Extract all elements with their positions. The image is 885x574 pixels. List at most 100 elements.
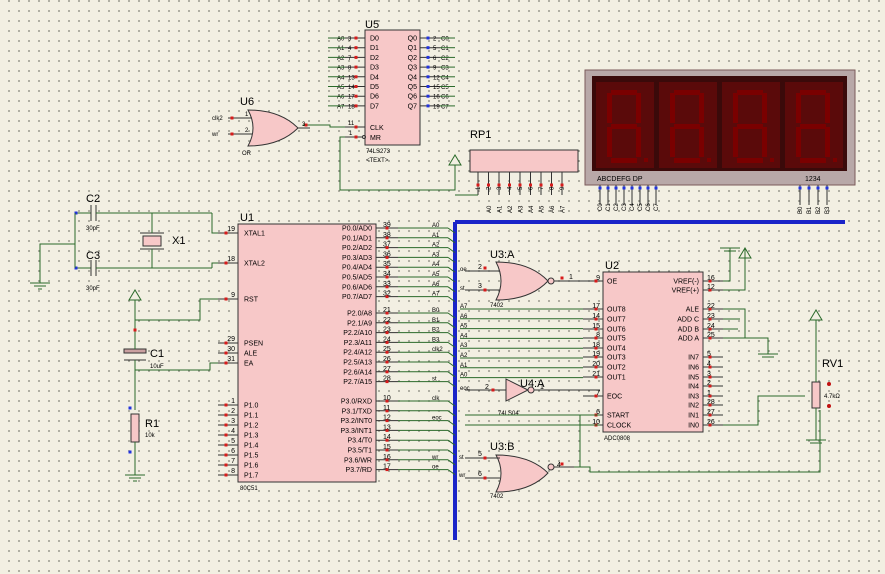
pin-state-marker <box>385 438 389 442</box>
pin-number: 3 <box>302 122 306 128</box>
u1-pin-name: P3.6/WR <box>344 457 372 464</box>
x1-ref: X1 <box>172 235 185 247</box>
u6-out-wire <box>303 124 345 128</box>
u2-ref: U2 <box>605 260 619 272</box>
pin-number: 2 <box>485 384 489 391</box>
pin-state-marker <box>708 279 712 283</box>
u1-pin-name: P2.7/A15 <box>343 379 372 386</box>
segment-g <box>674 124 700 129</box>
pin-number: 8 <box>596 332 600 339</box>
u5-body[interactable] <box>364 29 421 146</box>
segment-f <box>670 93 675 123</box>
u2-pin-name: IN0 <box>688 423 699 430</box>
u2-pin-name: OUT4 <box>607 346 626 353</box>
pin-state-marker <box>598 186 602 190</box>
u3a-nor-gate[interactable] <box>495 261 549 301</box>
pin-state-marker <box>638 186 642 190</box>
pin-state-marker <box>708 384 712 388</box>
u2-pin-name: ADD B <box>678 327 700 334</box>
pin-state-marker <box>224 297 228 301</box>
pin-state-marker <box>224 433 228 437</box>
r1-resistor[interactable] <box>130 413 140 443</box>
rv1-ref: RV1 <box>822 358 843 370</box>
pin-state-marker <box>224 403 228 407</box>
bus-entry <box>447 237 456 244</box>
pin-state-marker <box>128 450 132 454</box>
u5-pin-name: Q1 <box>408 45 417 52</box>
u5-pin-name: Q4 <box>408 74 417 81</box>
pin-number: 2 <box>707 380 711 387</box>
pin-number: 1 <box>540 384 544 391</box>
ground-wire <box>39 243 75 283</box>
u1-pin-name: P1.4 <box>244 443 259 450</box>
pin-state-marker <box>426 85 430 88</box>
display-seg-net: C5 <box>638 203 644 211</box>
pin-number: 13 <box>348 75 355 81</box>
display-seg-net: C2 <box>614 203 620 211</box>
u1-pin-name: P3.3/INT1 <box>340 428 372 435</box>
segment-a <box>611 90 637 95</box>
pin-number: 12 <box>707 284 715 291</box>
display-segment-label: ABCDEFG DP <box>597 176 643 183</box>
u1-pin-name: XTAL1 <box>244 231 265 238</box>
pin-state-marker <box>483 288 487 292</box>
pin-number: 6 <box>596 409 600 416</box>
u1-pin-name: P3.0/RXD <box>341 399 372 406</box>
u4a-ref: U4:A <box>520 378 545 390</box>
pin-number: 25 <box>707 332 715 339</box>
pin-state-marker <box>708 327 712 331</box>
u1-pin-name: P2.0/A8 <box>347 311 372 318</box>
segment-dp <box>833 158 837 162</box>
display-seg-net: C7 <box>654 203 660 211</box>
bus-entry <box>447 410 456 417</box>
pin-state-marker <box>708 394 712 398</box>
u3b-nor-gate[interactable] <box>495 454 549 493</box>
pin-state-marker <box>354 94 358 98</box>
segment-dp <box>770 158 774 162</box>
u1-pin-name: RST <box>244 297 259 304</box>
c2-value: 30pF <box>86 226 100 232</box>
pin-number: 7 <box>596 390 600 397</box>
pin-state-marker <box>708 317 712 321</box>
crystal-x1[interactable] <box>142 235 162 247</box>
rv1-adjust-down[interactable] <box>827 404 831 408</box>
u2-pin-name: IN5 <box>688 375 699 382</box>
u6-or-gate[interactable] <box>247 109 299 147</box>
pin-state-marker <box>825 186 829 190</box>
bus-entry <box>447 247 456 254</box>
bus-entry <box>447 400 456 407</box>
u6-ref: U6 <box>240 96 254 108</box>
bus-entry <box>447 227 456 234</box>
u5-pin-name: Q7 <box>408 103 417 110</box>
rv1-adjust-up[interactable] <box>827 382 831 386</box>
pin-number: 10 <box>383 395 391 402</box>
u1-body[interactable] <box>237 223 377 483</box>
u2-pin-name: START <box>607 413 630 420</box>
u1-pin-name: P2.6/A14 <box>343 369 372 376</box>
rp1-body[interactable] <box>469 149 579 173</box>
u2-body[interactable] <box>602 271 704 433</box>
pin-number: 6 <box>231 448 235 455</box>
pin-state-marker <box>594 365 598 369</box>
pin-state-marker <box>483 456 487 460</box>
segment-dp <box>707 158 711 162</box>
u5-pin-name: D3 <box>370 65 379 72</box>
pin-state-marker <box>385 428 389 432</box>
segment-f <box>733 93 738 123</box>
pin-number: 17 <box>383 464 391 471</box>
pin-number: 13 <box>383 424 391 431</box>
bus-entry <box>447 296 456 303</box>
u2-bus-net: A4 <box>460 333 468 339</box>
u1-net-label: A2 <box>432 243 440 249</box>
pin-state-marker <box>385 311 389 315</box>
rv1-pot[interactable] <box>811 381 821 409</box>
c1-plate[interactable] <box>123 348 147 354</box>
u2-pin-name: OUT3 <box>607 355 626 362</box>
pin-number: 9 <box>231 292 235 299</box>
segment-f <box>607 93 612 123</box>
pin-number: 38 <box>383 232 391 239</box>
u5-pin-name: D6 <box>370 94 379 101</box>
pin-state-marker <box>426 94 430 98</box>
u6-in2-label: wr <box>211 132 218 138</box>
pin-state-marker <box>224 351 228 355</box>
